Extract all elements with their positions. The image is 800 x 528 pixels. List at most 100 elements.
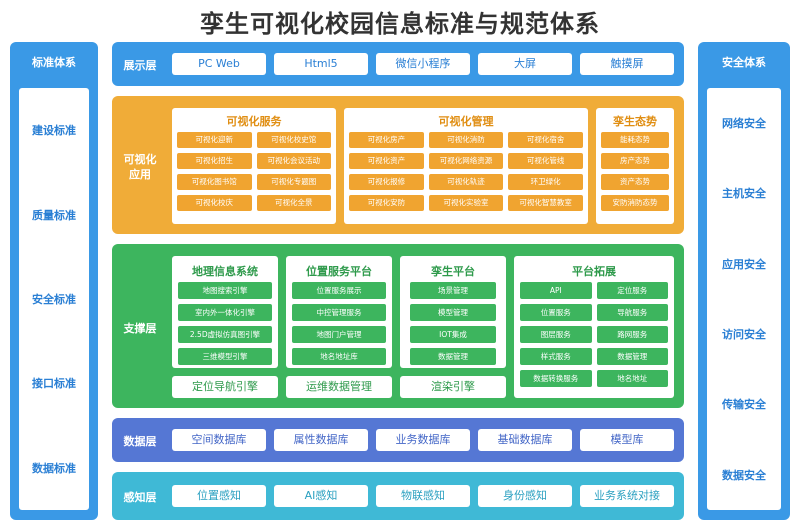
group-item: 可视化资产 — [349, 153, 424, 169]
group-items: API 定位服务 位置服务 导航服务 图层服务 路网服务 样式服务 数据管理 数… — [520, 282, 668, 387]
group-item: 三维模型引擎 — [178, 348, 272, 365]
group-item: 位置服务展示 — [292, 282, 386, 299]
group-item: 数据转换服务 — [520, 370, 592, 387]
group-item: 可视化校庆 — [177, 195, 252, 211]
security-item: 访问安全 — [722, 328, 766, 342]
group-title: 可视化管理 — [438, 115, 494, 128]
platform-extension-group: 平台拓展 API 定位服务 位置服务 导航服务 图层服务 路网服务 样式服务 数… — [514, 256, 674, 398]
visualization-label-line2: 应用 — [129, 168, 151, 181]
group-title: 孪生态势 — [613, 115, 657, 128]
perception-item: 业务系统对接 — [580, 485, 674, 507]
display-item: PC Web — [172, 53, 266, 75]
visualization-layer: 可视化 应用 可视化服务 可视化迎新 可视化校史馆 可视化招生 可视化会议活动 … — [112, 96, 684, 234]
data-layer: 数据层 空间数据库 属性数据库 业务数据库 基础数据库 模型库 — [112, 418, 684, 462]
group-item: 环卫绿化 — [508, 174, 583, 190]
group-item: 可视化网络资源 — [428, 153, 504, 169]
standard-item: 建设标准 — [32, 124, 76, 138]
perception-layer-label: 感知层 — [123, 491, 157, 504]
group-items: 能耗态势 房产态势 资产态势 安防消防态势 — [601, 132, 669, 211]
data-layer-label: 数据层 — [123, 435, 157, 448]
security-system-panel: 网络安全 主机安全 应用安全 访问安全 传输安全 数据安全 — [707, 88, 781, 510]
group-item: 可视化报修 — [349, 174, 424, 190]
security-item: 主机安全 — [722, 187, 766, 201]
data-layer-items: 空间数据库 属性数据库 业务数据库 基础数据库 模型库 — [172, 429, 674, 451]
group-title: 孪生平台 — [431, 265, 475, 278]
group-item: 可视化轨迹 — [428, 174, 504, 190]
twin-platform-group: 孪生平台 场景管理 模型管理 IOT集成 数据管理 — [400, 256, 506, 368]
group-item: 能耗态势 — [601, 132, 669, 148]
perception-layer-items: 位置感知 AI感知 物联感知 身份感知 业务系统对接 — [172, 485, 674, 507]
visualization-label-line1: 可视化 — [123, 153, 157, 166]
security-item: 数据安全 — [722, 468, 766, 482]
group-item: 可视化全景 — [256, 195, 331, 211]
group-item: 可视化招生 — [177, 153, 252, 169]
group-item: 可视化图书馆 — [177, 174, 252, 190]
group-item: 可视化校史馆 — [256, 132, 331, 148]
group-item: 可视化宿舍 — [508, 132, 583, 148]
group-item: 可视化智慧教室 — [508, 195, 583, 211]
group-items: 位置服务展示 中控管理服务 地图门户管理 地名地址库 — [292, 282, 386, 365]
group-item: 样式服务 — [520, 348, 592, 365]
group-items: 地图搜索引擎 室内外一体化引擎 2.5D虚拟仿真图引擎 三维模型引擎 — [178, 282, 272, 365]
group-title: 地理信息系统 — [192, 265, 258, 278]
perception-layer: 感知层 位置感知 AI感知 物联感知 身份感知 业务系统对接 — [112, 472, 684, 520]
group-title: 平台拓展 — [572, 265, 616, 278]
group-item: 导航服务 — [596, 304, 668, 321]
security-system-title: 安全体系 — [722, 56, 766, 69]
display-item: 微信小程序 — [376, 53, 470, 75]
group-item: 可视化实验室 — [428, 195, 504, 211]
group-item: 路网服务 — [596, 326, 668, 343]
twin-situation-group: 孪生态势 能耗态势 房产态势 资产态势 安防消防态势 — [596, 108, 674, 224]
standards-system-panel: 建设标准 质量标准 安全标准 接口标准 数据标准 — [19, 88, 89, 510]
perception-item: 身份感知 — [478, 485, 572, 507]
group-items: 可视化迎新 可视化校史馆 可视化招生 可视化会议活动 可视化图书馆 可视化专题图… — [177, 132, 331, 211]
visualization-management-group: 可视化管理 可视化房产 可视化消防 可视化宿舍 可视化资产 可视化网络资源 可视… — [344, 108, 588, 224]
group-item: IOT集成 — [410, 326, 496, 343]
group-item: 可视化会议活动 — [256, 153, 331, 169]
standard-item: 接口标准 — [32, 377, 76, 391]
group-item: 场景管理 — [410, 282, 496, 299]
twin-platform-footer: 渲染引擎 — [400, 376, 506, 398]
perception-item: 位置感知 — [172, 485, 266, 507]
group-item: 地名地址 — [596, 370, 668, 387]
group-item: 可视化安防 — [349, 195, 424, 211]
group-item: 模型管理 — [410, 304, 496, 321]
group-item: 定位服务 — [596, 282, 668, 299]
standard-item: 质量标准 — [32, 208, 76, 222]
group-item: 数据管理 — [410, 348, 496, 365]
group-item: 可视化专题图 — [256, 174, 331, 190]
group-item: API — [520, 282, 592, 299]
display-item: 大屏 — [478, 53, 572, 75]
display-layer: 展示层 PC Web Html5 微信小程序 大屏 触摸屏 — [112, 42, 684, 86]
location-service-footer: 运维数据管理 — [286, 376, 392, 398]
group-title: 可视化服务 — [226, 115, 282, 128]
security-item: 传输安全 — [722, 398, 766, 412]
standards-system-column: 标准体系 建设标准 质量标准 安全标准 接口标准 数据标准 — [10, 42, 98, 520]
group-item: 中控管理服务 — [292, 304, 386, 321]
display-item: 触摸屏 — [580, 53, 674, 75]
standards-system-title: 标准体系 — [32, 56, 76, 69]
security-item: 网络安全 — [722, 117, 766, 131]
visualization-services-group: 可视化服务 可视化迎新 可视化校史馆 可视化招生 可视化会议活动 可视化图书馆 … — [172, 108, 336, 224]
support-layer: 支撑层 地理信息系统 地图搜索引擎 室内外一体化引擎 2.5D虚拟仿真图引擎 三… — [112, 244, 684, 408]
security-item: 应用安全 — [722, 257, 766, 271]
security-system-column: 安全体系 网络安全 主机安全 应用安全 访问安全 传输安全 数据安全 — [698, 42, 790, 520]
group-item: 图层服务 — [520, 326, 592, 343]
group-item: 房产态势 — [601, 153, 669, 169]
group-item: 可视化房产 — [349, 132, 424, 148]
data-item: 基础数据库 — [478, 429, 572, 451]
location-service-group: 位置服务平台 位置服务展示 中控管理服务 地图门户管理 地名地址库 — [286, 256, 392, 368]
support-layer-label: 支撑层 — [123, 322, 157, 335]
data-item: 模型库 — [580, 429, 674, 451]
data-item: 空间数据库 — [172, 429, 266, 451]
group-item: 数据管理 — [596, 348, 668, 365]
data-item: 属性数据库 — [274, 429, 368, 451]
gis-group: 地理信息系统 地图搜索引擎 室内外一体化引擎 2.5D虚拟仿真图引擎 三维模型引… — [172, 256, 278, 368]
group-item: 室内外一体化引擎 — [178, 304, 272, 321]
gis-footer: 定位导航引擎 — [172, 376, 278, 398]
display-layer-items: PC Web Html5 微信小程序 大屏 触摸屏 — [172, 53, 674, 75]
group-item: 安防消防态势 — [601, 195, 669, 211]
page-title: 孪生可视化校园信息标准与规范体系 — [200, 10, 600, 38]
display-layer-label: 展示层 — [123, 59, 157, 72]
group-item: 可视化管线 — [508, 153, 583, 169]
